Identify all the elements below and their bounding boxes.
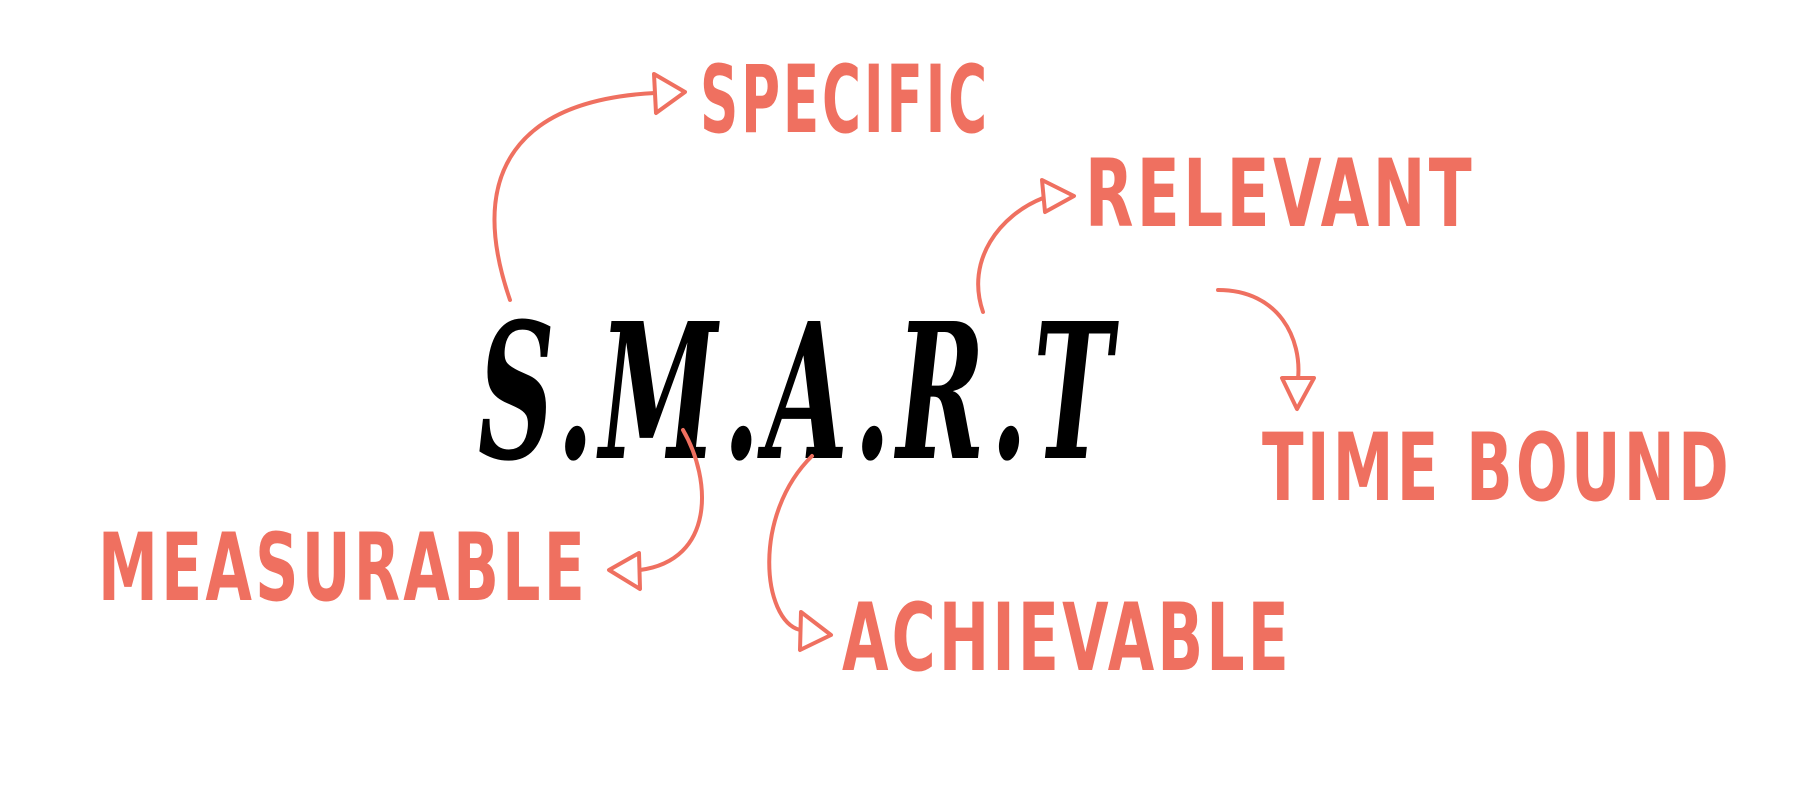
arrow-time-bound-line (1216, 288, 1301, 381)
label-measurable: MEASURABLE (98, 514, 588, 623)
arrow-relevant-head (1040, 178, 1076, 214)
label-time-bound: TIME BOUND (1262, 414, 1732, 523)
acronym-smart: S.M.A.R.T (478, 282, 1119, 503)
arrow-time-bound-head (1280, 376, 1316, 411)
arrow-measurable-head (607, 551, 642, 591)
arrow-specific (492, 72, 687, 302)
arrow-achievable-head (798, 610, 833, 652)
arrow-achievable-line (767, 454, 814, 632)
arrow-relevant (976, 178, 1076, 314)
arrow-measurable (607, 428, 704, 591)
arrow-specific-line (492, 91, 657, 302)
arrow-relevant-line (976, 196, 1045, 314)
arrow-measurable-line (638, 428, 704, 572)
label-specific: SPECIFIC (700, 46, 990, 155)
arrow-achievable (767, 454, 833, 652)
arrow-specific-head (652, 72, 687, 115)
label-achievable: ACHIEVABLE (842, 584, 1292, 693)
label-relevant: RELEVANT (1085, 140, 1475, 249)
arrow-time-bound (1216, 288, 1316, 411)
